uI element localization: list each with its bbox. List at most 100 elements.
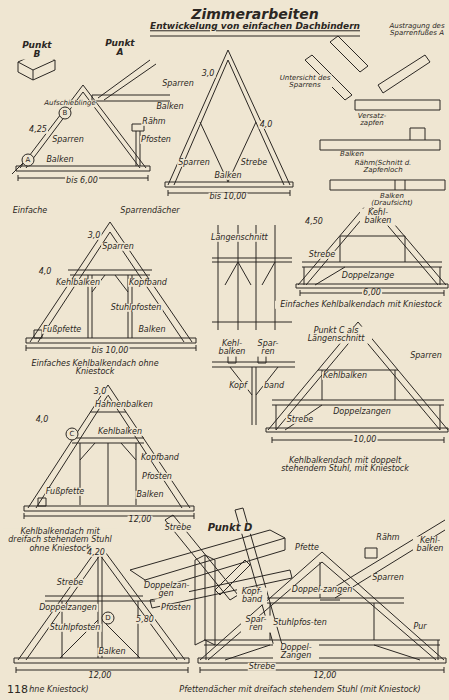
roof-line bbox=[12, 85, 146, 174]
roof-line bbox=[168, 50, 290, 185]
part-label: Balken bbox=[135, 491, 164, 499]
part-label: bis 10,00 bbox=[209, 193, 248, 201]
part-label: Punkt C als Längenschnitt bbox=[300, 327, 372, 344]
part-label: Doppel-zangen bbox=[291, 586, 353, 594]
part-label: Längenschnitt bbox=[210, 234, 262, 242]
roof-line bbox=[320, 128, 445, 190]
roof-line bbox=[92, 60, 170, 101]
roof-line bbox=[355, 55, 440, 110]
roof-line bbox=[26, 275, 196, 343]
part-label: 4,0 bbox=[259, 121, 274, 129]
roof-line bbox=[14, 658, 189, 673]
part-label: Pfettendächer mit dreifach stehendem Stu… bbox=[164, 686, 436, 694]
part-label: Fußpfette bbox=[45, 488, 85, 496]
part-label: Stuhlpfosten bbox=[49, 624, 102, 632]
callout-letter: A bbox=[22, 154, 35, 167]
part-label: Strebe bbox=[164, 524, 192, 532]
part-label: Kehlbalken bbox=[322, 372, 368, 380]
part-label: Balken bbox=[339, 151, 365, 158]
part-label: band bbox=[263, 382, 285, 390]
part-label: Sparren bbox=[161, 80, 195, 88]
roof-line bbox=[298, 198, 446, 285]
part-label: Sparren bbox=[409, 352, 443, 360]
part-label: 4,50 bbox=[304, 218, 324, 226]
part-label: Doppelzangen bbox=[332, 408, 392, 416]
part-label: Versatz-zapfen bbox=[351, 113, 393, 128]
part-label: Strebe bbox=[286, 416, 314, 424]
part-label: Doppelzan- gen bbox=[143, 582, 189, 599]
part-label: Hahnenbalken bbox=[94, 401, 154, 409]
part-label: Balken (Draufsicht) bbox=[359, 193, 425, 208]
roof-line bbox=[24, 443, 194, 511]
roof-line bbox=[198, 658, 446, 673]
callout-letter: D bbox=[102, 612, 115, 625]
callout-letter: B bbox=[59, 107, 72, 120]
part-label: Stuhlpfos-ten bbox=[272, 619, 328, 627]
part-label: 3,0 bbox=[93, 388, 108, 396]
part-label: Stuhlpfosten bbox=[110, 304, 163, 312]
roof-line bbox=[225, 262, 275, 285]
part-label: 10,00 bbox=[353, 436, 378, 444]
part-label: Kopf- band bbox=[237, 588, 267, 605]
part-label: 12,00 bbox=[88, 672, 113, 680]
roof-line bbox=[225, 562, 420, 660]
part-label: 5,80 bbox=[135, 616, 155, 624]
part-label: Einfache bbox=[12, 207, 48, 215]
roof-line bbox=[204, 598, 440, 660]
roof-line bbox=[305, 36, 368, 100]
part-label: Strebe bbox=[308, 251, 336, 259]
part-label: Kehlbalken bbox=[97, 428, 143, 436]
part-label: 12,00 bbox=[313, 672, 338, 680]
part-label: Entwickelung von einfachen Dachbindern bbox=[149, 22, 361, 31]
part-label: Spar- ren bbox=[241, 616, 271, 633]
part-label: Rähm(Schnitt d. Zapfenloch bbox=[334, 160, 432, 175]
part-label: Sparren bbox=[371, 574, 405, 582]
part-label: Pfosten bbox=[141, 473, 173, 481]
part-label: Sparren bbox=[51, 136, 85, 144]
part-label: 4,25 bbox=[28, 126, 48, 134]
part-label: 3,0 bbox=[201, 70, 216, 78]
part-label: Strebe bbox=[56, 579, 84, 587]
part-label: Kehlbalkendach mit doppelt stehendem Stu… bbox=[269, 457, 421, 474]
roof-line bbox=[268, 322, 448, 430]
part-label: bis 10,00 bbox=[91, 347, 130, 355]
part-label: Balken bbox=[155, 103, 184, 111]
roof-line bbox=[28, 385, 190, 508]
part-label: Balken bbox=[97, 648, 126, 656]
part-label: Strebe bbox=[240, 159, 268, 167]
part-label: Fußpfette bbox=[42, 326, 82, 334]
part-label: Sparren bbox=[177, 159, 211, 167]
part-label: 4,20 bbox=[86, 549, 106, 557]
part-label: 6,00 bbox=[362, 289, 382, 297]
part-label: Pfosten bbox=[140, 136, 172, 144]
part-label: Kopf bbox=[228, 382, 248, 390]
part-label: Balken bbox=[137, 326, 166, 334]
part-label: Austragung des Sparrenfußes A bbox=[387, 23, 447, 38]
part-label: Kopfband bbox=[128, 279, 168, 287]
part-label: Sparrendächer bbox=[119, 207, 180, 215]
roof-line bbox=[212, 355, 295, 425]
callout-letter: C bbox=[66, 428, 79, 441]
part-label: Balken bbox=[45, 156, 74, 164]
roof-line bbox=[30, 222, 192, 342]
part-label: Kehl- balken bbox=[413, 537, 447, 554]
part-label: 4,0 bbox=[35, 416, 50, 424]
roof-line bbox=[302, 236, 442, 285]
part-label: Punkt B bbox=[19, 41, 55, 60]
part-label: Rähm bbox=[141, 118, 166, 126]
part-label: (ohne Kniestock) bbox=[20, 686, 89, 694]
roof-line bbox=[165, 122, 293, 187]
part-label: Aufschieblinge bbox=[43, 100, 96, 107]
part-label: 118 bbox=[6, 684, 29, 696]
part-label: Spar- ren bbox=[254, 340, 282, 357]
roof-line bbox=[200, 552, 444, 660]
underline bbox=[150, 36, 360, 37]
part-label: Punkt D bbox=[207, 523, 253, 534]
part-label: 12,00 bbox=[128, 516, 153, 524]
part-label: Punkt A bbox=[102, 39, 138, 58]
roof-line bbox=[16, 124, 150, 171]
part-label: Kehlbalken bbox=[55, 279, 101, 287]
part-label: Balken bbox=[213, 172, 242, 180]
part-label: Kehl- balken bbox=[216, 340, 248, 357]
part-label: Kopfband bbox=[140, 454, 180, 462]
